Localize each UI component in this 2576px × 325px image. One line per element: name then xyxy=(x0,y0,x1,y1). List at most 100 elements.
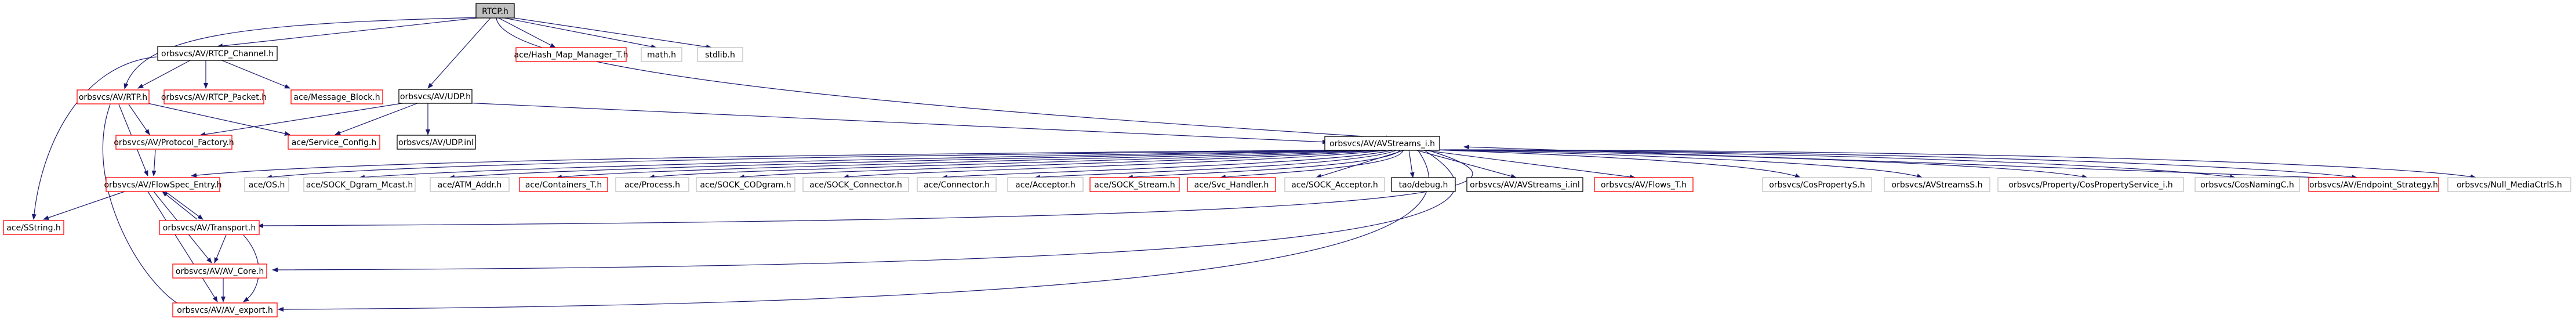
node-avstreams-s-h[interactable]: orbsvcs/AVStreamsS.h xyxy=(1884,177,1990,192)
node-rtp-h[interactable]: orbsvcs/AV/RTP.h xyxy=(77,89,150,104)
svg-text:ace/SOCK_Stream.h: ace/SOCK_Stream.h xyxy=(1094,180,1175,190)
avstreams-fanout xyxy=(191,149,2476,312)
node-udp-h[interactable]: orbsvcs/AV/UDP.h xyxy=(398,89,473,104)
svg-text:ace/Containers_T.h: ace/Containers_T.h xyxy=(525,180,602,190)
node-av-core-h[interactable]: orbsvcs/AV/AV_Core.h xyxy=(172,263,267,279)
node-sock-connector-h[interactable]: ace/SOCK_Connector.h xyxy=(802,177,909,192)
node-cosproperty-s-h[interactable]: orbsvcs/CosPropertyS.h xyxy=(1762,177,1872,192)
node-avstreams-i-h[interactable]: orbsvcs/AV/AVStreams_i.h xyxy=(1324,136,1440,151)
node-av-export-h[interactable]: orbsvcs/AV/AV_export.h xyxy=(172,302,278,317)
node-transport-h[interactable]: orbsvcs/AV/Transport.h xyxy=(159,220,260,235)
svg-text:ace/Acceptor.h: ace/Acceptor.h xyxy=(1015,180,1076,190)
svg-text:ace/SOCK_Acceptor.h: ace/SOCK_Acceptor.h xyxy=(1291,180,1378,190)
svg-text:ace/ATM_Addr.h: ace/ATM_Addr.h xyxy=(438,180,502,190)
edge-rtcp-to-stdlib xyxy=(510,17,712,49)
node-null-mediactrl-s-h[interactable]: orbsvcs/Null_MediaCtrlS.h xyxy=(2447,177,2571,192)
svg-text:ace/SString.h: ace/SString.h xyxy=(6,223,61,233)
node-containers-t-h[interactable]: ace/Containers_T.h xyxy=(519,177,608,192)
node-math-h[interactable]: math.h xyxy=(641,47,682,62)
svg-text:tao/debug.h: tao/debug.h xyxy=(1399,180,1448,190)
svg-text:orbsvcs/AV/AVStreams_i.inl: orbsvcs/AV/AVStreams_i.inl xyxy=(1470,180,1580,190)
node-sock-codgram-h[interactable]: ace/SOCK_CODgram.h xyxy=(696,177,795,192)
edge-avs-to-svc-handler xyxy=(1220,149,1404,179)
edge-rtcp-to-avstreams xyxy=(496,17,1392,140)
edge-rtcp-to-math xyxy=(504,17,657,49)
edge-rtp-to-av-export xyxy=(102,104,186,308)
edge-factory-to-flowspec xyxy=(151,149,157,176)
node-udp-inl[interactable]: orbsvcs/AV/UDP.inl xyxy=(397,135,476,150)
edge-channel-to-rtp xyxy=(137,59,192,89)
edge-endpoint-to-avstreams xyxy=(1463,145,2320,178)
edge-udp-to-protocol-factory xyxy=(199,102,406,137)
svg-text:ace/SOCK_CODgram.h: ace/SOCK_CODgram.h xyxy=(700,180,791,190)
svg-text:orbsvcs/AV/RTCP_Channel.h: orbsvcs/AV/RTCP_Channel.h xyxy=(161,49,274,59)
svg-text:orbsvcs/AV/Protocol_Factory.h: orbsvcs/AV/Protocol_Factory.h xyxy=(114,138,234,147)
node-connector-h[interactable]: ace/Connector.h xyxy=(917,177,997,192)
edge-avs-to-mcast xyxy=(359,149,1383,180)
node-sock-dgram-mcast-h[interactable]: ace/SOCK_Dgram_Mcast.h xyxy=(303,177,416,192)
edge-avs-to-avstreams-s xyxy=(1437,149,1923,179)
node-rtcp-h[interactable]: RTCP.h xyxy=(475,3,515,19)
svg-text:ace/SOCK_Connector.h: ace/SOCK_Connector.h xyxy=(809,180,902,190)
edge-udp-to-avstreams xyxy=(463,102,1328,145)
node-rtcp-packet-h[interactable]: orbsvcs/AV/RTCP_Packet.h xyxy=(161,89,267,104)
graph-nodes: RTCP.h orbsvcs/AV/RTCP_Channel.h ace/Has… xyxy=(3,3,2571,317)
node-message-block-h[interactable]: ace/Message_Block.h xyxy=(290,89,383,104)
node-cospropertyservice-i-h[interactable]: orbsvcs/Property/CosPropertyService_i.h xyxy=(1997,177,2184,192)
svg-text:orbsvcs/AV/FlowSpec_Entry.h: orbsvcs/AV/FlowSpec_Entry.h xyxy=(104,180,221,190)
svg-text:orbsvcs/AV/UDP.h: orbsvcs/AV/UDP.h xyxy=(400,92,471,102)
node-acceptor-h[interactable]: ace/Acceptor.h xyxy=(1007,177,1084,192)
edge-rtcp-to-rtp xyxy=(123,17,483,89)
edge-avs-to-sock-acceptor xyxy=(1316,149,1407,179)
node-protocol-factory-h[interactable]: orbsvcs/AV/Protocol_Factory.h xyxy=(114,135,234,150)
edge-avs-to-sock-connector xyxy=(843,149,1392,179)
node-atm-addr-h[interactable]: ace/ATM_Addr.h xyxy=(430,177,510,192)
svg-text:orbsvcs/AV/Endpoint_Strategy.h: orbsvcs/AV/Endpoint_Strategy.h xyxy=(2309,180,2438,190)
node-avstreams-i-inl[interactable]: orbsvcs/AV/AVStreams_i.inl xyxy=(1466,177,1583,192)
node-flows-t-h[interactable]: orbsvcs/AV/Flows_T.h xyxy=(1594,177,1694,192)
node-service-config-h[interactable]: ace/Service_Config.h xyxy=(288,135,380,150)
svg-text:ace/SOCK_Dgram_Mcast.h: ace/SOCK_Dgram_Mcast.h xyxy=(306,180,413,190)
svg-text:ace/Process.h: ace/Process.h xyxy=(624,180,680,190)
edge-avs-to-flows xyxy=(1420,149,1636,179)
svg-text:ace/Hash_Map_Manager_T.h: ace/Hash_Map_Manager_T.h xyxy=(514,50,628,60)
svg-text:ace/Connector.h: ace/Connector.h xyxy=(924,180,990,190)
svg-text:orbsvcs/Property/CosPropertySe: orbsvcs/Property/CosPropertyService_i.h xyxy=(2008,180,2172,190)
edge-rtp-to-service-config xyxy=(147,103,290,136)
node-process-h[interactable]: ace/Process.h xyxy=(615,177,689,192)
node-tao-debug-h[interactable]: tao/debug.h xyxy=(1391,177,1456,192)
node-endpoint-strategy-h[interactable]: orbsvcs/AV/Endpoint_Strategy.h xyxy=(2308,177,2439,192)
node-stdlib-h[interactable]: stdlib.h xyxy=(697,47,743,62)
node-sstring-h[interactable]: ace/SString.h xyxy=(3,220,64,235)
svg-text:orbsvcs/Null_MediaCtrlS.h: orbsvcs/Null_MediaCtrlS.h xyxy=(2457,180,2562,190)
edge-avs-to-acceptor xyxy=(1034,149,1398,180)
edge-flowspec-to-transport xyxy=(165,191,204,220)
edge-transport-to-flowspec xyxy=(162,191,198,220)
svg-text:orbsvcs/AV/AV_export.h: orbsvcs/AV/AV_export.h xyxy=(177,306,273,315)
node-sock-acceptor-h[interactable]: ace/SOCK_Acceptor.h xyxy=(1284,177,1385,192)
node-cosnaming-c-h[interactable]: orbsvcs/CosNamingC.h xyxy=(2194,177,2300,192)
node-svc-handler-h[interactable]: ace/Svc_Handler.h xyxy=(1187,177,1276,192)
edge-avs-to-av-export-2 xyxy=(278,149,1430,312)
edge-avs-to-atm xyxy=(449,149,1385,180)
edge-avs-to-endpoint-strategy xyxy=(1455,149,2357,179)
edge-flowspec-to-sstring xyxy=(43,191,125,220)
edge-avs-to-flowspec xyxy=(191,149,1380,178)
edge-avs-to-transport xyxy=(257,149,1473,228)
svg-text:math.h: math.h xyxy=(647,50,676,60)
node-hash-map-manager-t-h[interactable]: ace/Hash_Map_Manager_T.h xyxy=(514,47,628,62)
node-sock-stream-h[interactable]: ace/SOCK_Stream.h xyxy=(1089,177,1180,192)
node-flowspec-entry-h[interactable]: orbsvcs/AV/FlowSpec_Entry.h xyxy=(104,177,222,192)
edge-rtcp-to-rtcp-channel xyxy=(217,17,483,48)
edge-avs-to-process xyxy=(649,149,1388,179)
edge-rtp-to-protocol-factory xyxy=(128,104,150,135)
svg-text:orbsvcs/AVStreamsS.h: orbsvcs/AVStreamsS.h xyxy=(1892,180,1983,190)
edge-avs-to-os xyxy=(266,149,1382,180)
edge-avs-to-connector xyxy=(942,149,1395,180)
edge-rtcp-to-udp xyxy=(427,17,491,89)
node-rtcp-channel-h[interactable]: orbsvcs/AV/RTCP_Channel.h xyxy=(157,46,278,61)
edge-avs-to-sock-stream xyxy=(1127,149,1401,180)
node-os-h[interactable]: ace/OS.h xyxy=(244,177,289,192)
edge-avs-to-null-mediactrl xyxy=(1460,149,2476,179)
